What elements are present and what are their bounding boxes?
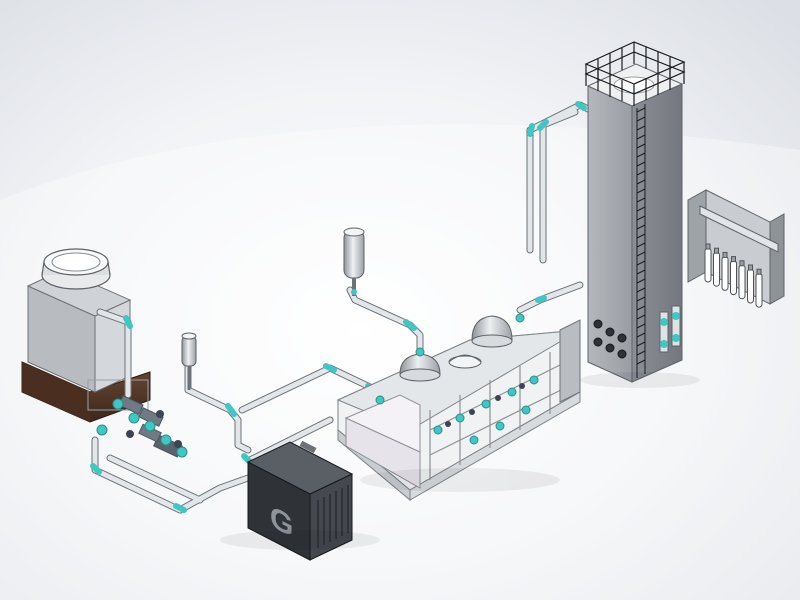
ladder-rung [636, 116, 646, 122]
ladder-rung [636, 242, 646, 248]
gas-cylinder [738, 264, 746, 300]
cylinder-valve [731, 256, 736, 263]
cylinder-valve [748, 264, 753, 271]
ladder-rung [636, 179, 646, 185]
ladder-rung [636, 134, 646, 140]
gas-cylinder [721, 255, 729, 291]
purification-skid-icon [336, 313, 581, 502]
compressor-logo: G [270, 498, 293, 544]
cylinder-valve [739, 260, 745, 267]
cylinder-valve [714, 247, 719, 254]
ladder-rung [636, 332, 646, 338]
ladder-rung [636, 323, 646, 329]
gas-cylinder [747, 268, 754, 304]
gas-cylinder [704, 247, 712, 283]
ladder-rung [636, 161, 646, 167]
cylinder-valve [705, 243, 711, 250]
ladder-rung [636, 350, 646, 356]
ladder-rung [636, 206, 646, 212]
ladder-rung [636, 269, 646, 275]
ladder-rung [636, 224, 646, 230]
gas-cylinder [713, 251, 720, 287]
ladder-rung [636, 152, 646, 158]
ladder-rung [636, 296, 646, 302]
distillation-column-icon [584, 41, 686, 383]
ladder-rung [636, 188, 646, 194]
ladder-rung [636, 233, 646, 239]
ground-shadow [220, 372, 700, 550]
ladder-rung [636, 341, 646, 347]
ladder-rung [636, 215, 646, 221]
air-compressor-icon: G [246, 440, 354, 561]
cylinder-valve [722, 251, 728, 258]
ladder-rung [636, 287, 646, 293]
ladder-rung [636, 305, 646, 311]
pump-icon [96, 395, 188, 458]
gas-cylinder [730, 260, 737, 296]
ladder-rung [636, 260, 646, 266]
ladder-rung [636, 170, 646, 176]
ladder-rung [636, 143, 646, 149]
gas-cylinder [755, 272, 763, 308]
ladder-rung [636, 197, 646, 203]
ladder-rung [636, 251, 646, 257]
filter-vessel-icon [181, 227, 365, 390]
ladder-rung [636, 107, 646, 113]
ladder-rung [636, 314, 646, 320]
ladder-rung [636, 278, 646, 284]
cylinder-rack-icon [687, 189, 785, 308]
ladder-rung [636, 359, 646, 365]
ladder-rung [636, 125, 646, 131]
cylinder-valve [756, 268, 762, 275]
